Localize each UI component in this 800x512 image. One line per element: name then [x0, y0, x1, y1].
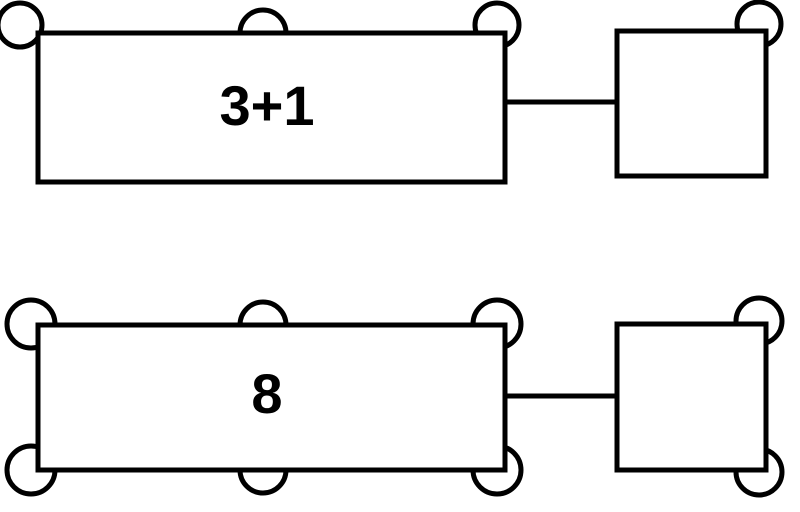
row-bottom: 8: [4, 295, 785, 498]
side-block-bottom[interactable]: [614, 321, 769, 473]
side-block-top[interactable]: [614, 28, 769, 179]
main-block-top-label: 3+1: [220, 74, 315, 137]
main-block-bottom-label: 8: [251, 362, 282, 425]
row-top: 3+1: [0, 0, 784, 185]
main-block-top[interactable]: [35, 30, 508, 185]
main-block-bottom[interactable]: [35, 322, 508, 473]
terminal-top-left[interactable]: [0, 0, 45, 50]
